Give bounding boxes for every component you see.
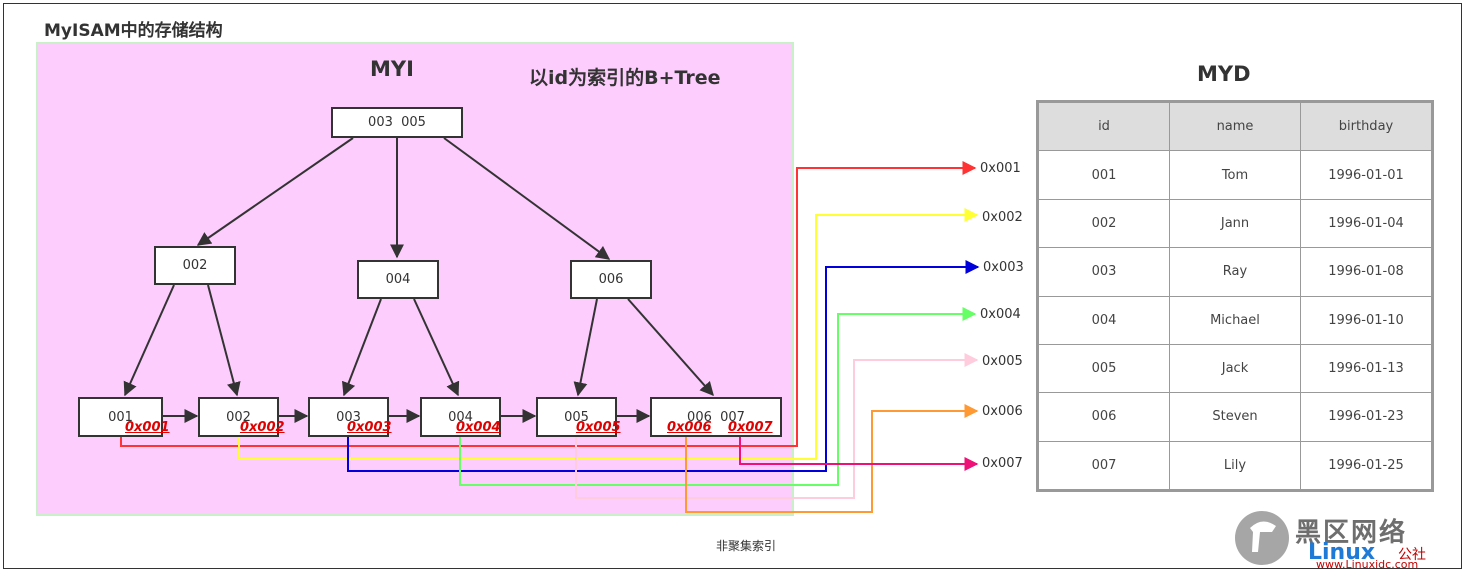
btree-caption: 以id为索引的B+Tree	[529, 67, 721, 89]
row-pointer-link	[238, 208, 979, 460]
table-cell: 002	[1038, 198, 1170, 249]
table-row: 007 Lily 1996-01-25	[1038, 440, 1432, 491]
row-pointer-link	[459, 307, 977, 486]
column-header: id	[1038, 101, 1170, 152]
leaf-node: 001	[78, 397, 163, 437]
row-pointer-link	[575, 353, 979, 499]
tree-edge	[573, 298, 598, 397]
row-pointer-label: 0x004	[456, 420, 501, 435]
row-pointer-label: 0x005	[576, 420, 621, 435]
watermark-text: 黑区网络	[1295, 518, 1408, 548]
row-pointer-label: 0x006	[667, 420, 712, 435]
diagram-frame	[3, 3, 1462, 569]
node-keys: 004	[448, 409, 473, 425]
node-keys: 003	[336, 409, 361, 425]
table-row: 003 Ray 1996-01-08	[1038, 247, 1432, 297]
address-label: 0x005	[982, 354, 1023, 369]
node-keys: 004	[385, 272, 411, 287]
tree-edge	[413, 298, 460, 397]
table-row: 001 Tom 1996-01-01	[1038, 150, 1432, 200]
table-cell: 1996-01-04	[1300, 198, 1432, 249]
table-cell: 003	[1038, 247, 1170, 297]
node-keys: 003 005	[368, 115, 426, 130]
table-row: 004 Michael 1996-01-10	[1038, 295, 1432, 345]
leaf-node: 006 007	[650, 397, 782, 437]
root-node: 003 005	[331, 107, 463, 138]
leaf-node: 004	[420, 397, 501, 437]
row-pointer-label: 0x002	[240, 420, 285, 435]
table-cell: 004	[1038, 295, 1170, 345]
table-cell: Steven	[1169, 392, 1301, 442]
table-row: 006 Steven 1996-01-23	[1038, 392, 1432, 442]
table-header-row: id name birthday	[1038, 101, 1432, 152]
table-cell: 1996-01-10	[1300, 295, 1432, 345]
table-cell: 006	[1038, 392, 1170, 442]
tux-logo-icon	[1235, 511, 1289, 565]
table-cell: 1996-01-08	[1300, 247, 1432, 297]
internal-node: 006	[570, 260, 652, 299]
watermark: 黑区网络 Linux 公社 www.Linuxidc.com	[1232, 506, 1454, 571]
address-label: 0x003	[983, 260, 1024, 275]
footer-caption: 非聚集索引	[716, 539, 777, 553]
leaf-node: 002	[198, 397, 279, 437]
column-header: birthday	[1300, 101, 1432, 152]
table-cell: 1996-01-01	[1300, 150, 1432, 200]
tree-edge	[207, 284, 241, 397]
table-cell: 001	[1038, 150, 1170, 200]
table-cell: Jann	[1169, 198, 1301, 249]
table-cell: Michael	[1169, 295, 1301, 345]
myd-title: MYD	[1197, 62, 1251, 86]
tree-edge	[443, 137, 611, 260]
table-cell: Jack	[1169, 343, 1301, 394]
address-label: 0x001	[980, 161, 1021, 176]
row-pointer-label: 0x003	[347, 420, 392, 435]
address-label: 0x002	[982, 210, 1023, 225]
watermark-brand: Linux	[1308, 540, 1376, 565]
myd-table: id name birthday 001 Tom 1996-01-01 002 …	[1036, 100, 1434, 492]
row-pointer-link	[120, 161, 977, 447]
address-label: 0x006	[982, 404, 1023, 419]
row-pointer-link	[685, 404, 979, 513]
node-keys: 001	[108, 409, 133, 425]
table-cell: Tom	[1169, 150, 1301, 200]
node-keys: 005	[564, 409, 589, 425]
row-pointer-link	[739, 437, 979, 471]
tree-edge	[123, 284, 175, 397]
row-pointer-label: 0x001	[125, 420, 170, 435]
leaf-node: 005	[536, 397, 617, 437]
node-keys: 002	[226, 409, 251, 425]
node-keys: 002	[182, 258, 208, 273]
table-cell: Lily	[1169, 440, 1301, 491]
table-row: 005 Jack 1996-01-13	[1038, 343, 1432, 394]
row-pointer-link	[347, 260, 980, 472]
table-cell: 1996-01-23	[1300, 392, 1432, 442]
watermark-brand-suffix: 公社	[1398, 547, 1426, 563]
myi-title: MYI	[370, 57, 414, 81]
row-pointer-label: 0x007	[728, 420, 773, 435]
table-cell: 1996-01-25	[1300, 440, 1432, 491]
tree-edge	[341, 298, 382, 397]
node-keys: 006	[598, 272, 624, 287]
node-keys: 006 007	[687, 409, 745, 425]
tree-edge	[196, 137, 354, 246]
table-row: 002 Jann 1996-01-04	[1038, 198, 1432, 249]
leaf-node: 003	[308, 397, 389, 437]
column-header: name	[1169, 101, 1301, 152]
page-title: MyISAM中的存储结构	[44, 21, 223, 41]
address-label: 0x004	[980, 307, 1021, 322]
internal-node: 004	[357, 260, 439, 299]
tree-edge	[627, 298, 714, 397]
table-cell: 005	[1038, 343, 1170, 394]
table-cell: 007	[1038, 440, 1170, 491]
watermark-url: www.Linuxidc.com	[1316, 558, 1419, 571]
table-cell: Ray	[1169, 247, 1301, 297]
table-cell: 1996-01-13	[1300, 343, 1432, 394]
internal-node: 002	[154, 246, 236, 285]
address-label: 0x007	[982, 456, 1023, 471]
